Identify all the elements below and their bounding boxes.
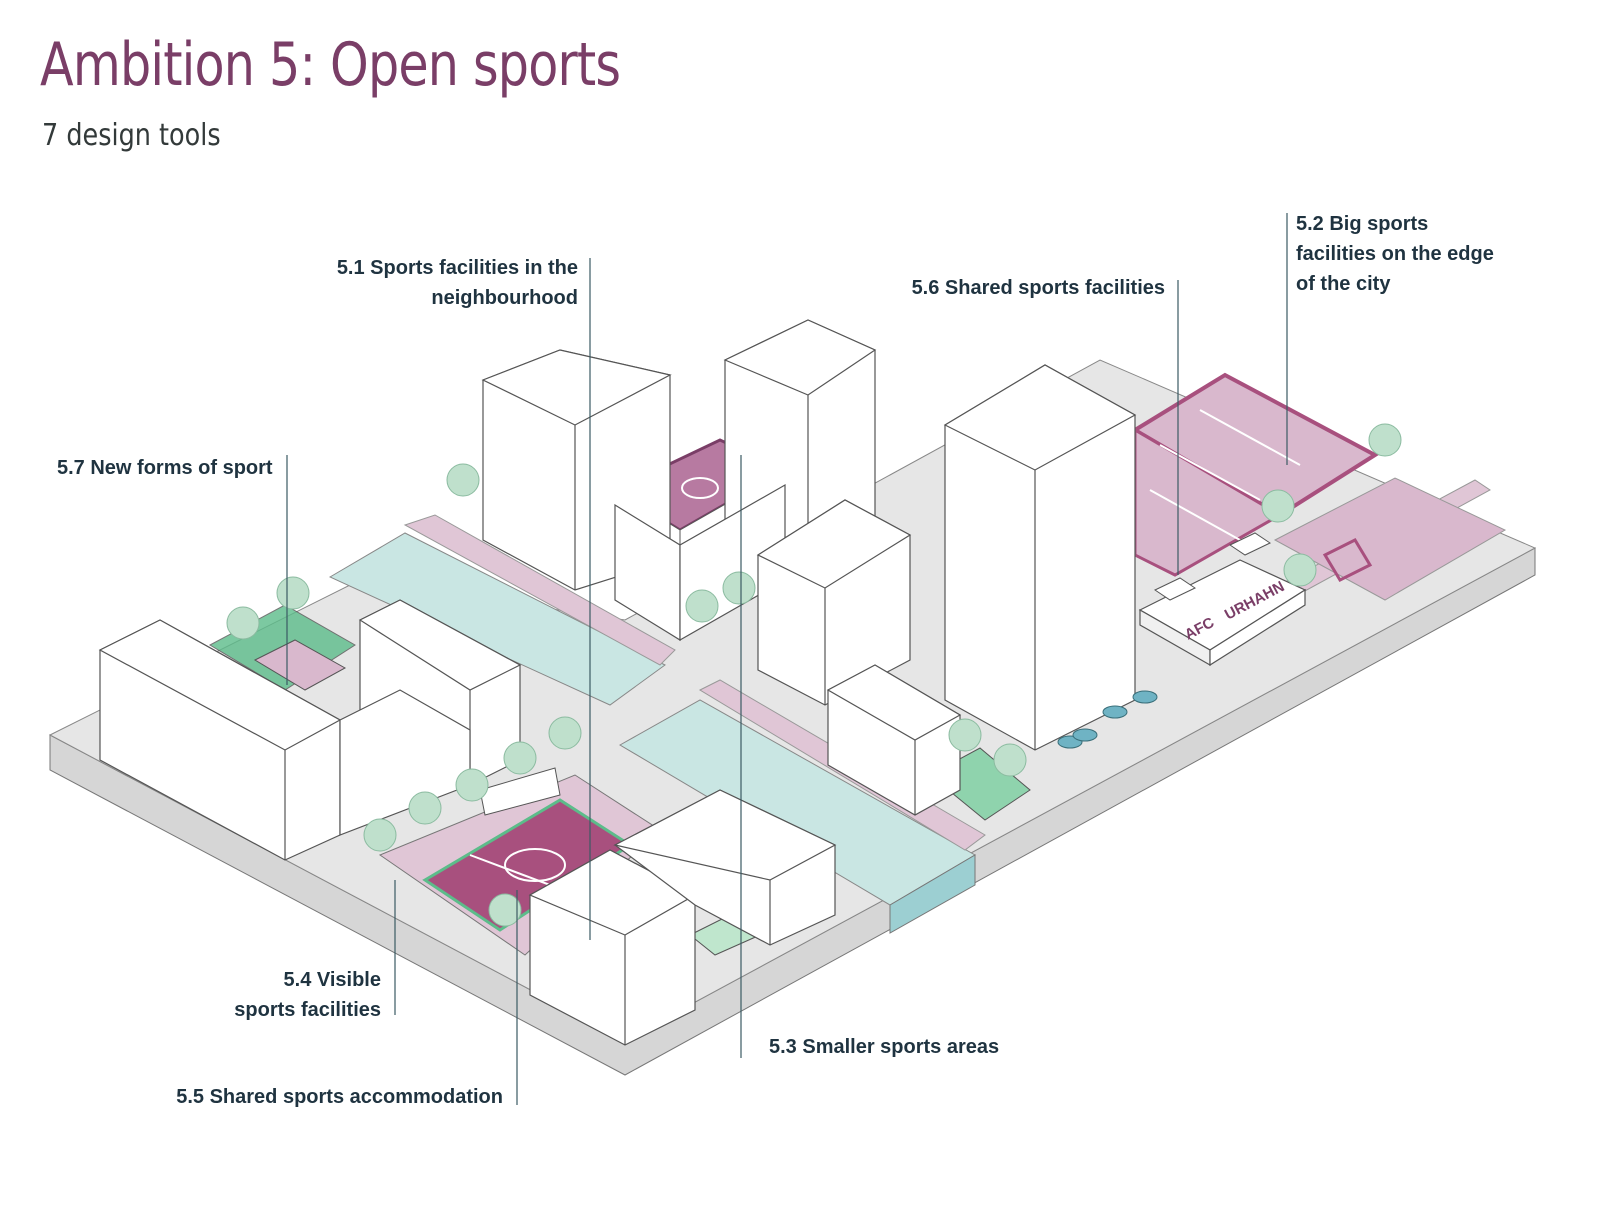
label-5-1-line1: 5.1 Sports facilities in the xyxy=(336,257,578,279)
label-5-7: 5.7 New forms of sport xyxy=(57,453,273,483)
buildings xyxy=(98,319,1137,1046)
big-sports-fields xyxy=(1131,372,1507,601)
label-5-5-line1: 5.5 Shared sports accommodation xyxy=(176,1086,503,1108)
label-5-1: 5.1 Sports facilities in the neighbourho… xyxy=(325,253,578,313)
label-5-4: 5.4 Visible sports facilities xyxy=(200,965,381,1025)
label-5-2-line3: of the city xyxy=(1296,273,1391,295)
label-5-2: 5.2 Big sports facilities on the edge of… xyxy=(1296,209,1494,299)
parked-cars xyxy=(1057,690,1158,749)
label-5-1-line2: neighbourhood xyxy=(431,287,578,309)
page-title: Ambition 5: Open sports xyxy=(40,30,621,100)
leader-lines xyxy=(286,213,1288,1105)
label-5-3: 5.3 Smaller sports areas xyxy=(769,1032,999,1062)
page-subtitle: 7 design tools xyxy=(42,118,221,153)
canal-water xyxy=(328,532,977,934)
trees xyxy=(226,423,1402,927)
label-5-7-line1: 5.7 New forms of sport xyxy=(57,457,273,479)
label-5-6: 5.6 Shared sports facilities xyxy=(880,273,1165,303)
label-5-4-line1: 5.4 Visible xyxy=(283,969,381,991)
label-5-2-line1: 5.2 Big sports xyxy=(1296,213,1429,235)
clubhouse-building: AFC URHAHN xyxy=(1138,532,1307,667)
label-5-2-line2: facilities on the edge xyxy=(1296,243,1494,265)
label-5-6-line1: 5.6 Shared sports facilities xyxy=(911,277,1165,299)
label-5-3-line1: 5.3 Smaller sports areas xyxy=(769,1036,1000,1058)
label-5-5: 5.5 Shared sports accommodation xyxy=(150,1082,503,1112)
label-5-4-line2: sports facilities xyxy=(234,999,381,1021)
